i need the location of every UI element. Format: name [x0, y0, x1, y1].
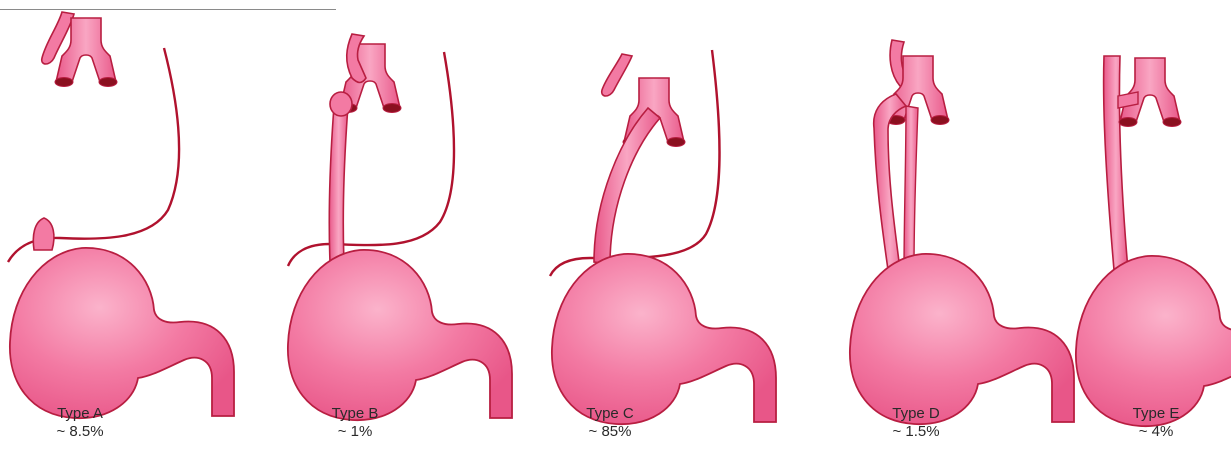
type-label: Type A	[20, 404, 140, 424]
label-type-d: Type D ~ 1.5%	[856, 404, 976, 442]
blind-pouch-end	[330, 92, 352, 116]
panel-type-e	[1076, 56, 1231, 426]
stomach	[288, 250, 512, 420]
panel-type-a	[8, 12, 234, 418]
prevalence-label: ~ 8.5%	[20, 422, 140, 442]
label-type-a: Type A ~ 8.5%	[20, 404, 140, 442]
vagus-nerve	[288, 52, 454, 266]
trachea	[1119, 58, 1181, 127]
prevalence-label: ~ 1.5%	[856, 422, 976, 442]
stomach	[1076, 256, 1231, 426]
type-label: Type E	[1096, 404, 1216, 424]
prevalence-label: ~ 4%	[1096, 422, 1216, 442]
panel-type-b	[288, 34, 512, 420]
label-type-b: Type B ~ 1%	[295, 404, 415, 442]
type-label: Type D	[856, 404, 976, 424]
vagus-nerve	[8, 48, 179, 262]
label-type-c: Type C ~ 85%	[550, 404, 670, 442]
stomach	[552, 254, 776, 424]
continuous-esophagus	[1104, 56, 1128, 270]
type-label: Type C	[550, 404, 670, 424]
type-label: Type B	[295, 404, 415, 424]
lower-fistula-tube	[904, 106, 918, 270]
prevalence-label: ~ 1%	[295, 422, 415, 442]
upper-esophagus-tube	[329, 106, 348, 262]
lower-esophageal-stub	[33, 218, 54, 250]
vagus-nerve	[550, 50, 720, 276]
stomach	[850, 254, 1074, 424]
upper-esophageal-pouch	[602, 54, 632, 96]
prevalence-label: ~ 85%	[550, 422, 670, 442]
stomach	[10, 248, 234, 418]
label-type-e: Type E ~ 4%	[1096, 404, 1216, 442]
panel-type-c	[550, 50, 776, 424]
panel-type-d	[850, 40, 1074, 424]
